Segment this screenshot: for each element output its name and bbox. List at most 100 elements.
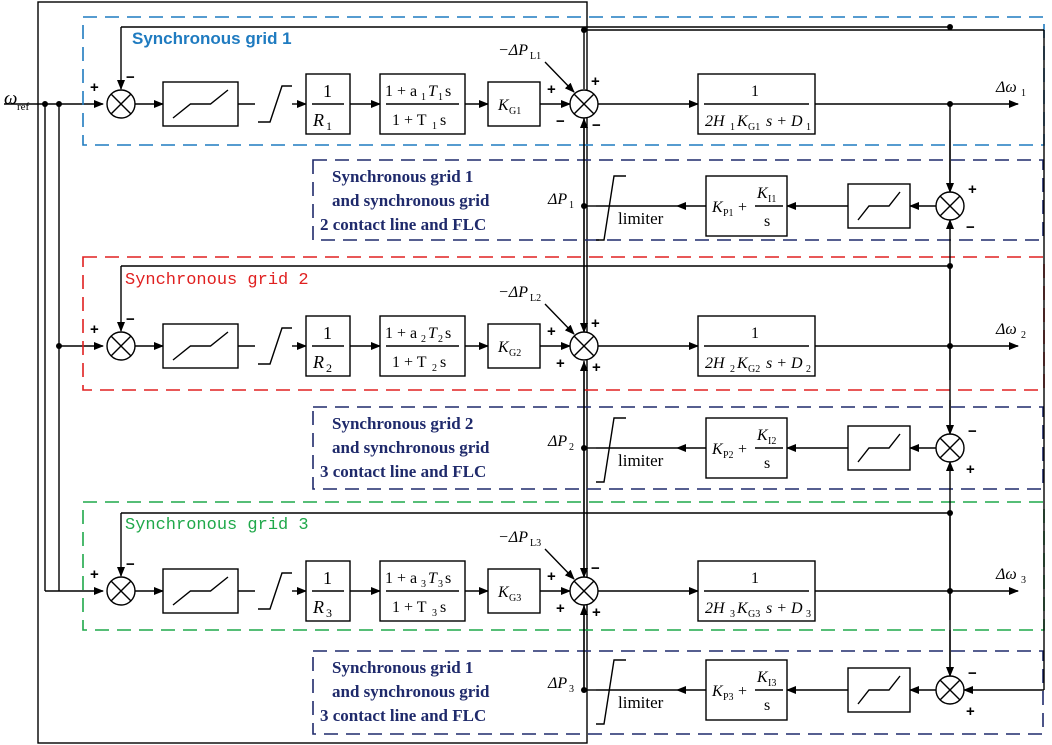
KI-sub: I3 <box>768 678 776 689</box>
lead-num-a: 1 + a <box>385 83 417 100</box>
sum-sign: + <box>556 600 565 617</box>
limiter-shape <box>596 659 626 725</box>
disturbance-arrow <box>544 61 575 93</box>
droop-R: R <box>312 597 324 617</box>
plant-den-K: K <box>736 113 749 130</box>
KG-sub: G1 <box>509 106 521 117</box>
input-summing-junction-cross <box>110 580 132 602</box>
lead-num-a-sub: 2 <box>421 334 426 345</box>
KG-sub: G3 <box>509 593 521 604</box>
deadband-block-curve <box>172 331 229 361</box>
PI-plus: + <box>738 683 747 700</box>
lead-den: 1 + T <box>392 112 427 129</box>
droop-R-sub: 1 <box>326 119 332 133</box>
lead-den-s: s <box>440 599 446 616</box>
governor-gain-block <box>487 323 541 369</box>
power-summing-junction-cross <box>573 93 595 115</box>
droop-R-sub: 3 <box>326 606 332 620</box>
sum-sign: + <box>547 323 556 340</box>
limiter-label: limiter <box>618 451 664 470</box>
input-summing-junction-cross <box>110 335 132 357</box>
delta-P-label: ΔP <box>547 433 567 450</box>
omega-ref-symbol: ω <box>4 88 17 109</box>
sign-plus: + <box>90 566 99 583</box>
junction-dot <box>42 101 48 107</box>
plant-den-a-sub: 1 <box>730 122 735 133</box>
sum-sign: + <box>591 315 600 332</box>
plant-num: 1 <box>751 325 759 342</box>
tie-summing-junction-cross <box>939 437 961 459</box>
governor-gain-block <box>487 81 541 127</box>
sign-minus: − <box>126 311 135 328</box>
lead-num-a-sub: 1 <box>421 92 426 103</box>
KP-sub: P1 <box>723 208 734 219</box>
KI-symbol: K <box>756 185 769 202</box>
governor-gain-block <box>487 568 541 614</box>
lead-num-T-sub: 3 <box>438 579 443 590</box>
lead-num-a-sub: 3 <box>421 579 426 590</box>
tie-deadband-block-curve <box>857 675 901 705</box>
limiter-shape <box>596 417 626 483</box>
junction-dot <box>56 343 62 349</box>
sum-sign: + <box>547 81 556 98</box>
lead-den-sub: 3 <box>432 608 437 619</box>
plant-den-b-sub: 1 <box>806 122 811 133</box>
lead-den-sub: 2 <box>432 363 437 374</box>
tie-summing-junction-cross <box>939 195 961 217</box>
power-summing-junction-cross <box>573 335 595 357</box>
plant-den-K-sub: G2 <box>748 364 760 375</box>
droop-num: 1 <box>323 81 332 101</box>
tieline-caption: 2 contact line and FLC <box>320 215 486 234</box>
droop-R-sub: 2 <box>326 361 332 375</box>
KG-sub: G2 <box>509 348 521 359</box>
lead-den-s: s <box>440 112 446 129</box>
KP-sub: P3 <box>723 692 734 703</box>
lead-num-T: T <box>428 570 438 587</box>
sum-sign: + <box>592 604 601 621</box>
plant-num: 1 <box>751 83 759 100</box>
lead-num-T-sub: 1 <box>438 92 443 103</box>
plant-den-K: K <box>736 355 749 372</box>
lead-den-sub: 1 <box>432 121 437 132</box>
delta-omega-output: Δω <box>995 566 1017 583</box>
sum-sign: − <box>592 117 601 134</box>
lead-num-s: s <box>445 570 451 587</box>
delta-P-sub: 1 <box>569 200 574 211</box>
load-disturbance: −ΔP <box>498 284 528 301</box>
junction-dot <box>947 24 953 30</box>
plant-den-K: K <box>736 600 749 617</box>
sum-sign: − <box>591 560 600 577</box>
deadband-block-curve <box>172 576 229 606</box>
sum-sign: + <box>556 355 565 372</box>
sign-minus: − <box>126 69 135 86</box>
delta-omega-output: Δω <box>995 321 1017 338</box>
rate-limiter <box>258 572 292 610</box>
droop-R: R <box>312 352 324 372</box>
tie-deadband-block-curve <box>857 433 901 463</box>
lead-num-a: 1 + a <box>385 570 417 587</box>
KP-sub: P2 <box>723 450 734 461</box>
delta-P-sub: 3 <box>569 684 574 695</box>
sign-minus: − <box>126 556 135 573</box>
sum-sign: + <box>547 568 556 585</box>
KI-symbol: K <box>756 427 769 444</box>
lead-den: 1 + T <box>392 354 427 371</box>
tie-summing-junction-cross <box>939 679 961 701</box>
PI-s: s <box>764 213 770 230</box>
KI-sub: I1 <box>768 194 776 205</box>
rate-limiter <box>258 327 292 365</box>
omega-ref-subscript: ref <box>17 101 30 113</box>
droop-R: R <box>312 110 324 130</box>
KG-symbol: K <box>497 339 510 356</box>
tieline-1-boundary <box>312 159 1044 241</box>
tieline-caption: and synchronous grid <box>332 682 490 701</box>
limiter-label: limiter <box>618 209 664 228</box>
tieline-caption: Synchronous grid 1 <box>332 167 473 186</box>
grid-3-title: Synchronous grid 3 <box>125 516 309 535</box>
tie-sign: + <box>966 461 975 478</box>
tie-deadband-block-curve <box>857 191 901 221</box>
plant-num: 1 <box>751 570 759 587</box>
lead-den: 1 + T <box>392 599 427 616</box>
